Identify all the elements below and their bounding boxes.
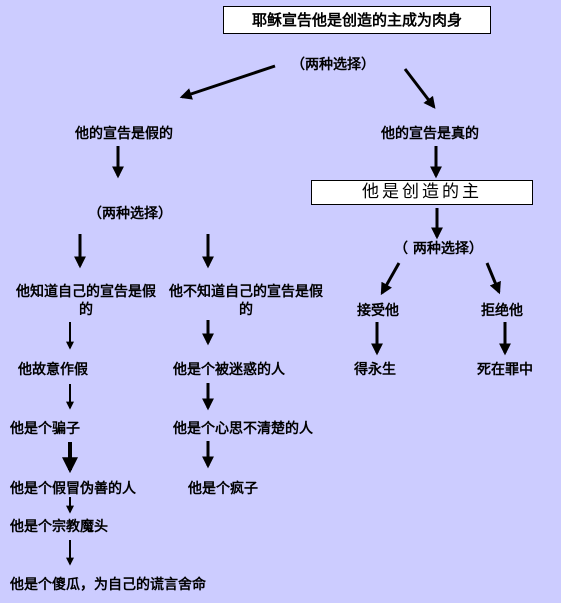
knows-chain-1: 他是个骗子 bbox=[10, 421, 80, 437]
reject: 拒绝他 bbox=[481, 303, 523, 319]
knows-chain-4: 他是个傻瓜，为自己的谎言舍命 bbox=[10, 577, 206, 593]
arrow-choice-to-accept bbox=[380, 262, 401, 296]
not-knows-chain-2: 他是个疯子 bbox=[188, 481, 258, 497]
accept-result: 得永生 bbox=[354, 362, 396, 378]
accept: 接受他 bbox=[357, 303, 399, 319]
lord-box: 他是创造的主 bbox=[311, 180, 533, 205]
not-knows-chain-0: 他是个被迷惑的人 bbox=[173, 362, 285, 378]
true-claim: 他的宣告是真的 bbox=[381, 126, 479, 142]
choice-left: （两种选择） bbox=[88, 206, 172, 222]
knows-chain-3: 他是个宗教魔头 bbox=[10, 519, 108, 535]
arrow-choice-to-reject bbox=[485, 262, 501, 295]
choice-right: （ 两种选择） bbox=[394, 241, 483, 257]
arrow-root-to-true bbox=[403, 68, 436, 109]
knows-false: 他知道自己的宣告是假的 bbox=[16, 284, 156, 318]
root-claim-box: 耶稣宣告他是创造的主成为肉身 bbox=[223, 6, 491, 34]
not-knows-false: 他不知道自己的宣告是假的 bbox=[169, 284, 323, 318]
knows-chain-2: 他是个假冒伪善的人 bbox=[10, 481, 136, 497]
knows-chain-0: 他故意作假 bbox=[18, 362, 88, 378]
root-claim: 耶稣宣告他是创造的主成为肉身 bbox=[251, 11, 462, 29]
false-claim: 他的宣告是假的 bbox=[75, 126, 173, 142]
not-knows-chain-1: 他是个心思不清楚的人 bbox=[173, 421, 313, 437]
lord-box-text: 他是创造的主 bbox=[362, 182, 482, 202]
arrow-root-to-false bbox=[179, 64, 276, 100]
reject-result: 死在罪中 bbox=[477, 362, 533, 378]
choice-top: （两种选择） bbox=[291, 57, 375, 73]
